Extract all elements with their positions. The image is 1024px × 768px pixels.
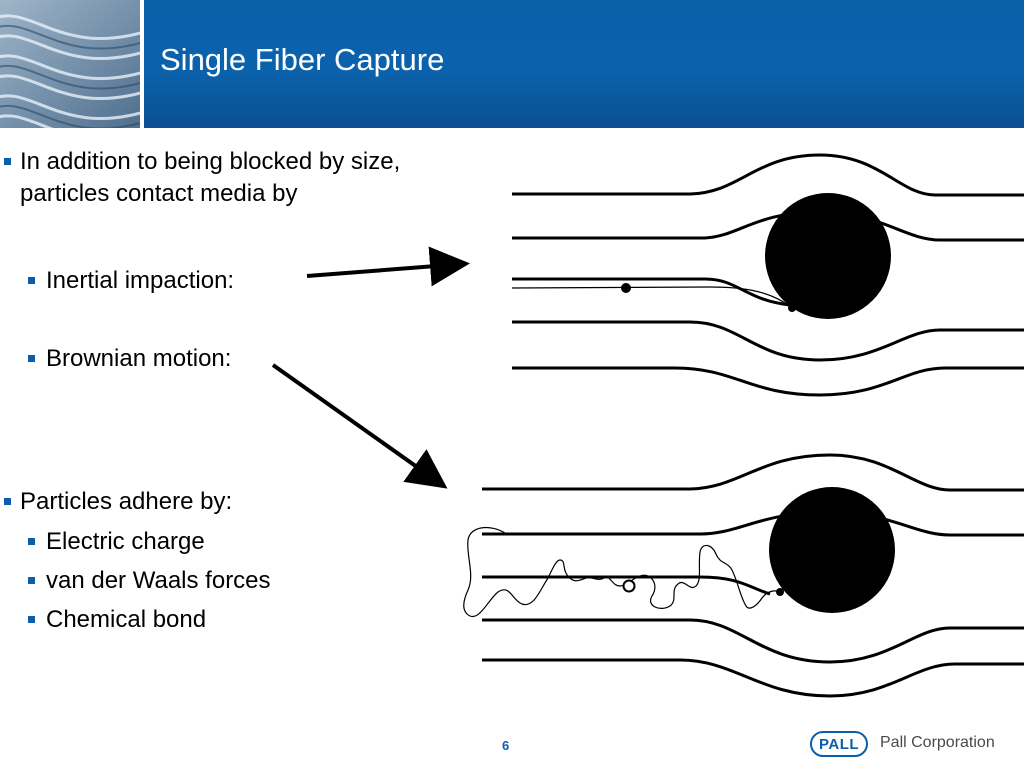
streamline [512, 320, 1024, 362]
bullet-marker [28, 616, 35, 623]
bullet-text: Chemical bond [46, 606, 207, 633]
arrow-inertial-impaction [306, 246, 470, 287]
company-name: Pall Corporation [880, 734, 995, 751]
particle-trajectory [511, 286, 793, 309]
bullet-inertial-impaction: Inertial impaction: [28, 265, 235, 297]
streamline [482, 510, 1024, 537]
streamline [482, 618, 1024, 664]
header-bar: Single Fiber Capture [0, 0, 1024, 128]
bullet-chemical-bond: Chemical bond [28, 604, 207, 636]
bullet-electric-charge: Electric charge [28, 526, 205, 558]
fiber-cross-section [765, 193, 891, 319]
arrow-brownian-motion [271, 363, 448, 489]
streamline [482, 658, 1024, 698]
bullet-marker [4, 158, 11, 165]
streamline [512, 366, 1024, 397]
page-number: 6 [502, 738, 510, 753]
bullet-adhere-heading: Particles adhere by: [4, 486, 233, 518]
header-photo-decoration [0, 0, 140, 128]
particle-captured [776, 588, 784, 596]
brownian-motion-diagram [463, 453, 1024, 698]
bullet-text: Particles adhere by: [20, 488, 233, 515]
slide-title: Single Fiber Capture [160, 42, 445, 77]
logo-text: PALL [818, 735, 860, 753]
streamline [512, 210, 1024, 242]
header-separator [140, 0, 144, 128]
bullet-text: van der Waals forces [46, 567, 271, 594]
streamline [512, 277, 791, 307]
bullet-intro-line-2: particles contact media by [20, 180, 298, 207]
bullet-marker [28, 277, 35, 284]
bullet-marker [28, 577, 35, 584]
bullet-marker [28, 355, 35, 362]
bullet-text: Inertial impaction: [46, 267, 235, 294]
bullet-text: In addition to being blocked by size, [20, 148, 401, 175]
streamline [482, 575, 771, 596]
fiber-cross-section [769, 487, 895, 613]
bullet-text: Electric charge [46, 528, 205, 555]
pall-logo: PALL [810, 731, 868, 757]
particle [622, 579, 636, 593]
bullet-marker [28, 538, 35, 545]
bullet-intro-line-1: In addition to being blocked by size, [4, 146, 401, 178]
particle-captured [788, 304, 796, 312]
bullet-text: Brownian motion: [46, 345, 232, 372]
streamline [512, 153, 1024, 197]
bullet-brownian-motion: Brownian motion: [28, 343, 232, 375]
bullet-marker [4, 498, 11, 505]
streamline [482, 453, 1024, 492]
bullet-van-der-waals: van der Waals forces [28, 565, 271, 597]
brownian-path [463, 526, 781, 618]
particle [621, 283, 631, 293]
